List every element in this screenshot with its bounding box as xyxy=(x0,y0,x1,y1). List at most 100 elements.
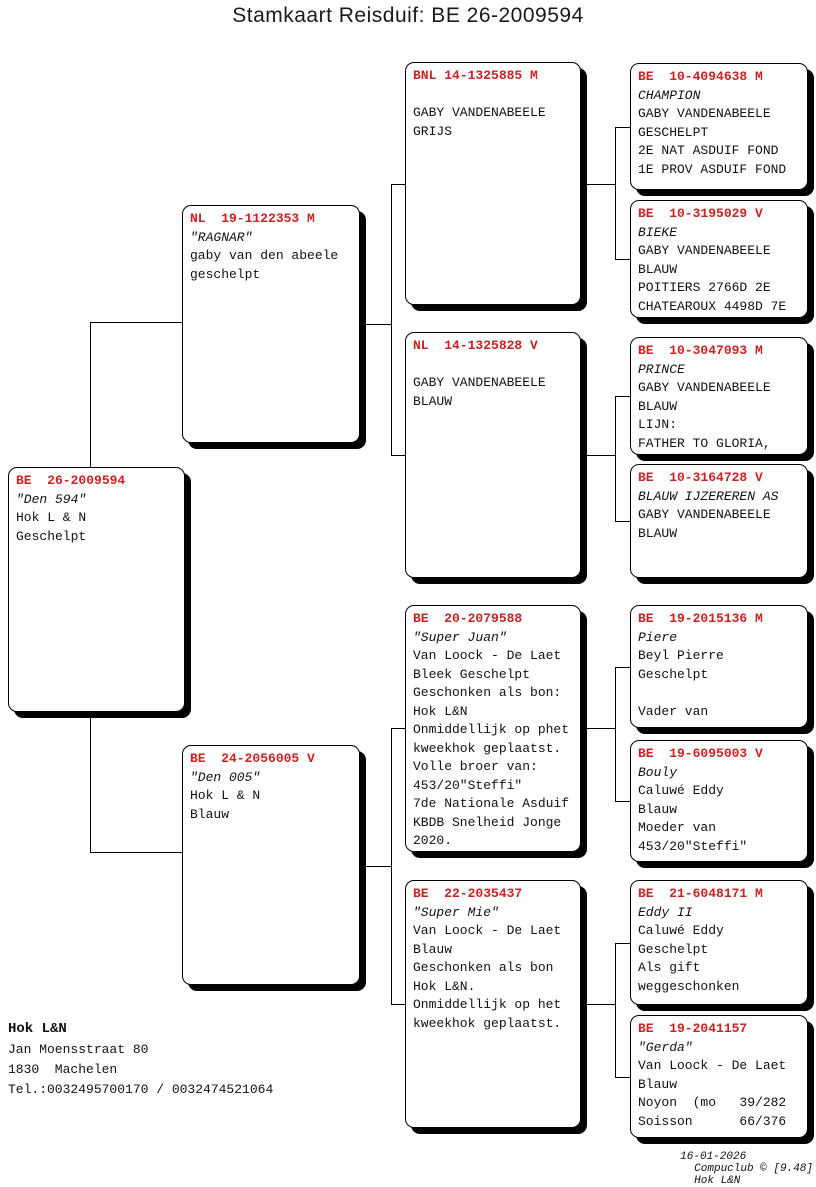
box-line: Blauw xyxy=(638,1076,678,1092)
box-line: BLAUW xyxy=(638,261,678,277)
box-line: Hok L & N xyxy=(16,510,87,525)
pigeon-name xyxy=(413,86,578,105)
box-line: Vader van xyxy=(638,703,709,719)
box-line: Volle broer van: xyxy=(413,759,538,774)
box-line: Noyon (mo 39/282 xyxy=(638,1095,787,1110)
pigeon-name: Eddy II xyxy=(638,904,693,920)
box-line: LIJN: xyxy=(638,417,678,432)
box-line: Moeder van xyxy=(638,820,717,835)
box-line: GRIJS xyxy=(413,123,453,139)
pigeon-name: "RAGNAR" xyxy=(190,229,253,245)
connector-line xyxy=(90,322,91,467)
box-line: Geschelpt xyxy=(638,941,709,957)
box-line: Onmiddellijk op phet xyxy=(413,722,570,737)
box-line: Van Loock - De Laet xyxy=(413,648,562,663)
box-line: Blauw xyxy=(190,806,230,822)
box-line: Geschelpt xyxy=(16,528,87,544)
box-line: 2E NAT ASDUIF FOND xyxy=(638,143,779,158)
pedigree-box-g4-4: BE 10-3164728 V BLAUW IJZEREREN AS GABY … xyxy=(630,464,808,578)
pigeon-name xyxy=(413,356,578,375)
box-line: CHATEAROUX 4498D 7E xyxy=(638,298,787,314)
box-line: 453/20"Steffi" xyxy=(413,777,523,793)
connector-line xyxy=(615,667,616,802)
box-line: Caluwé Eddy xyxy=(638,783,724,798)
pigeon-name: "Super Juan" xyxy=(413,629,507,645)
box-lines: GABY VANDENABEELE BLAUW xyxy=(413,374,578,411)
connector-line xyxy=(615,1077,630,1078)
ring-number: BE 10-3164728 V xyxy=(638,470,763,485)
connector-line xyxy=(90,852,182,853)
box-line: 7de Nationale Asduif xyxy=(413,796,570,811)
pigeon-name: "Gerda" xyxy=(638,1039,693,1055)
footer-date: 16-01-2026 xyxy=(680,1151,747,1163)
page-title: Stamkaart Reisduif: BE 26-2009594 xyxy=(232,4,584,27)
connector-line xyxy=(615,396,630,397)
owner-address-line: 1830 Machelen xyxy=(8,1062,118,1077)
box-line: Van Loock - De Laet xyxy=(413,923,562,938)
ring-number: BE 10-4094638 M xyxy=(638,69,763,84)
owner-address-line: Jan Moensstraat 80 xyxy=(8,1042,149,1057)
box-line: Bleek Geschelpt xyxy=(413,666,531,682)
box-line: kweekhok geplaatst. xyxy=(413,1015,562,1031)
box-lines: GABY VANDENABEELE GESCHELPT 2E NAT ASDUIF … xyxy=(638,105,805,179)
connector-line xyxy=(90,712,91,853)
box-line: Hok L&N xyxy=(413,703,468,719)
ring-number: BNL 14-1325885 M xyxy=(413,68,538,83)
connector-line xyxy=(581,1004,615,1005)
ring-number: BE 10-3047093 M xyxy=(638,343,763,358)
connector-line xyxy=(615,667,630,668)
box-line: Hok L&N. xyxy=(413,978,476,994)
box-line: GABY VANDENABEELE xyxy=(413,105,546,120)
connector-line xyxy=(391,184,392,456)
ring-number: BE 22-2035437 xyxy=(413,886,523,901)
ring-number: BE 26-2009594 xyxy=(16,473,126,488)
pedigree-box-g3-4: BE 22-2035437 "Super Mie" Van Loock - De… xyxy=(405,880,581,1128)
box-line: Soisson 66/376 xyxy=(638,1113,787,1129)
pigeon-name: BLAUW IJZEREREN AS xyxy=(638,488,779,504)
connector-line xyxy=(360,324,391,325)
box-line: GABY VANDENABEELE xyxy=(638,106,771,121)
connector-line xyxy=(391,455,405,456)
connector-line xyxy=(581,728,615,729)
box-line: GESCHELPT xyxy=(638,124,709,140)
ring-number: BE 20-2079588 xyxy=(413,611,523,626)
footer-owner: Hok L&N xyxy=(694,1175,741,1187)
pedigree-box-g4-1: BE 10-4094638 M CHAMPION GABY VANDENABEE… xyxy=(630,63,808,190)
footer: 16-01-2026 Compuclub © [9.48] Hok L&N xyxy=(667,1139,813,1187)
pedigree-box-g4-3: BE 10-3047093 M PRINCE GABY VANDENABEELE… xyxy=(630,337,808,455)
pigeon-name: PRINCE xyxy=(638,361,685,377)
connector-line xyxy=(581,455,615,456)
ring-number: BE 10-3195029 V xyxy=(638,206,763,221)
pigeon-name: "Super Mie" xyxy=(413,904,499,920)
owner-name: Hok L&N xyxy=(8,1021,67,1037)
box-line: FATHER TO GLORIA, xyxy=(638,435,771,451)
connector-line xyxy=(391,1004,405,1005)
ring-number: BE 19-6095003 V xyxy=(638,746,763,761)
box-line: Geschonken als bon xyxy=(413,960,554,975)
box-line: GABY VANDENABEELE xyxy=(413,375,546,390)
box-line: Als gift xyxy=(638,960,701,975)
box-line: gaby van den abeele xyxy=(190,248,339,263)
box-line: Van Loock - De Laet xyxy=(638,1058,787,1073)
ring-number: BE 19-2015136 M xyxy=(638,611,763,626)
connector-line xyxy=(615,943,630,944)
box-line: BLAUW xyxy=(638,525,678,541)
owner-phone: Tel.:0032495700170 / 0032474521064 xyxy=(8,1082,274,1097)
box-line: Onmiddellijk op het xyxy=(413,997,562,1012)
box-line: GABY VANDENABEELE xyxy=(638,243,771,258)
box-line: KBDB Snelheid Jonge xyxy=(413,814,562,830)
pedigree-box-g3-3: BE 20-2079588 "Super Juan" Van Loock - D… xyxy=(405,605,581,852)
box-line: Geschonken als bon: xyxy=(413,685,562,700)
ring-number: NL 14-1325828 V xyxy=(413,338,538,353)
box-line: GABY VANDENABEELE xyxy=(638,380,771,395)
footer-program: Compuclub © [9.48] xyxy=(694,1163,813,1175)
box-line: Blauw xyxy=(413,941,453,957)
box-line: BLAUW xyxy=(413,393,453,409)
box-line: GABY VANDENABEELE xyxy=(638,507,771,522)
